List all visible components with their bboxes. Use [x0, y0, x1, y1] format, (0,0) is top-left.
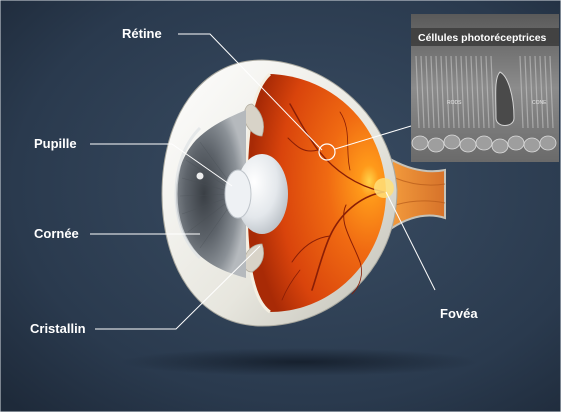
- pupil: [225, 170, 251, 218]
- fovea-label: Fovéa: [440, 306, 478, 321]
- cone-tag: CONE: [532, 100, 547, 106]
- retina-label: Rétine: [122, 26, 162, 41]
- pupil-label: Pupille: [34, 136, 77, 151]
- lens-label: Cristallin: [30, 321, 86, 336]
- inset-title: Céllules photoréceptrices: [418, 32, 547, 44]
- cornea-label: Cornée: [34, 226, 79, 241]
- rods-tag: RODS: [447, 100, 462, 106]
- fovea-spot: [374, 178, 394, 198]
- floor-shadow: [120, 348, 480, 376]
- photoreceptor-inset: Céllules photoréceptrices RODS CONE: [411, 14, 559, 162]
